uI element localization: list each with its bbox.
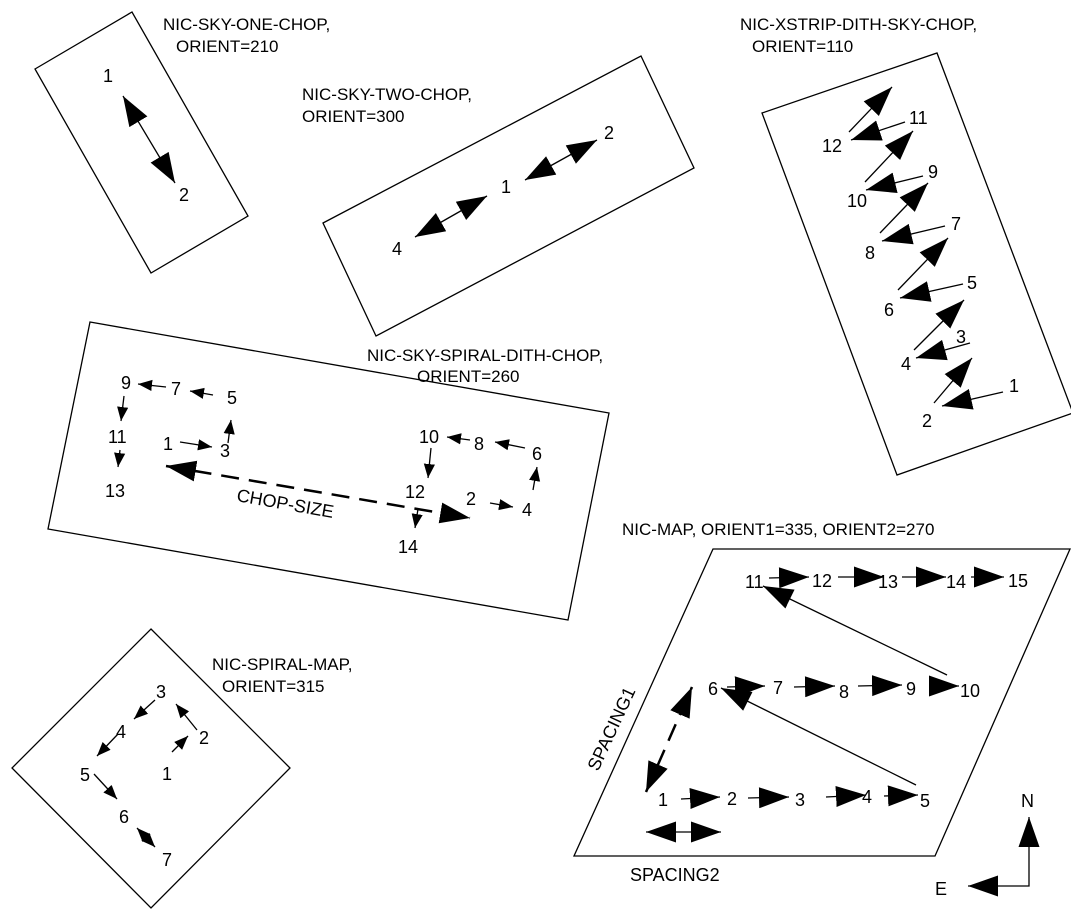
compass: N E — [935, 791, 1040, 899]
pattern-orient: ORIENT=315 — [222, 677, 325, 696]
position-label: 6 — [708, 679, 718, 699]
position-label: 5 — [80, 765, 90, 785]
position-label: 1 — [1009, 376, 1019, 396]
position-label: 3 — [156, 682, 166, 702]
position-label: 12 — [405, 482, 425, 502]
chop-size-arrow — [165, 460, 471, 524]
pattern-frame — [34, 11, 249, 274]
position-label: 2 — [199, 728, 209, 748]
position-label: 5 — [227, 388, 237, 408]
position-label: 7 — [162, 850, 172, 870]
compass-arrows — [968, 817, 1040, 897]
position-label: 6 — [884, 300, 894, 320]
chop-arrow — [414, 195, 488, 238]
position-label: 13 — [878, 572, 898, 592]
position-label: 1 — [103, 66, 113, 86]
pattern-title: NIC-SKY-TWO-CHOP, — [302, 85, 472, 104]
pattern-two-chop: NIC-SKY-TWO-CHOP, ORIENT=300 1 2 4 — [302, 55, 695, 337]
position-label: 4 — [901, 354, 911, 374]
compass-east-label: E — [935, 879, 947, 899]
position-label: 4 — [522, 500, 532, 520]
spiral-dith-arrows — [114, 379, 541, 529]
position-label: 2 — [604, 123, 614, 143]
position-label: 1 — [658, 790, 668, 810]
position-label: 10 — [419, 427, 439, 447]
pattern-frame — [572, 548, 1071, 857]
pattern-map: NIC-MAP, ORIENT1=335, ORIENT2=270 — [572, 520, 1071, 885]
position-label: 10 — [847, 191, 867, 211]
position-label: 8 — [865, 243, 875, 263]
pattern-frame — [11, 628, 291, 909]
pattern-spiral-map: NIC-SPIRAL-MAP, ORIENT=315 1 2 3 4 5 6 7 — [11, 628, 352, 909]
position-label: 13 — [105, 481, 125, 501]
spacing2-label: SPACING2 — [630, 865, 720, 885]
chop-arrow — [524, 139, 598, 181]
position-label: 3 — [220, 441, 230, 461]
position-label: 11 — [745, 572, 764, 592]
pattern-orient: ORIENT=210 — [176, 37, 279, 56]
pattern-frame — [47, 321, 610, 621]
xstrip-arrows — [848, 86, 1004, 410]
position-label: 12 — [812, 571, 832, 591]
position-label: 4 — [862, 787, 872, 807]
position-label: 2 — [179, 185, 189, 205]
position-label: 3 — [956, 327, 966, 347]
position-label: 4 — [116, 722, 126, 742]
pattern-title: NIC-MAP, ORIENT1=335, ORIENT2=270 — [622, 520, 934, 539]
position-label: 7 — [171, 379, 181, 399]
position-label: 8 — [474, 434, 484, 454]
position-label: 4 — [392, 239, 402, 259]
position-label: 12 — [822, 136, 842, 156]
position-label: 10 — [960, 681, 980, 701]
position-label: 9 — [121, 373, 131, 393]
pattern-orient: ORIENT=260 — [417, 367, 520, 386]
pattern-xstrip: NIC-XSTRIP-DITH-SKY-CHOP, ORIENT=110 1 2… — [740, 15, 1071, 476]
position-label: 15 — [1008, 571, 1028, 591]
position-label: 11 — [909, 108, 928, 128]
position-label: 2 — [922, 411, 932, 431]
pattern-title: NIC-SKY-SPIRAL-DITH-CHOP, — [367, 346, 603, 365]
position-label: 9 — [906, 679, 916, 699]
pattern-frame — [761, 52, 1071, 476]
spacing1-arrow — [644, 686, 694, 793]
chop-arrow — [122, 95, 176, 184]
position-label: 11 — [108, 427, 127, 447]
position-label: 7 — [773, 678, 783, 698]
compass-north-label: N — [1021, 791, 1034, 811]
position-label: 5 — [920, 791, 930, 811]
chop-size-label: CHOP-SIZE — [235, 485, 335, 522]
position-label: 5 — [967, 273, 977, 293]
pattern-title: NIC-SPIRAL-MAP, — [212, 655, 352, 674]
position-label: 6 — [119, 807, 129, 827]
spiral-map-arrows — [93, 699, 198, 848]
position-label: 1 — [162, 764, 172, 784]
position-label: 9 — [928, 162, 938, 182]
pattern-frame — [322, 55, 695, 337]
pattern-title: NIC-XSTRIP-DITH-SKY-CHOP, — [740, 15, 977, 34]
position-label: 14 — [946, 572, 966, 592]
position-label: 7 — [951, 214, 961, 234]
pattern-title: NIC-SKY-ONE-CHOP, — [163, 15, 330, 34]
pattern-one-chop: NIC-SKY-ONE-CHOP, ORIENT=210 1 2 — [34, 11, 330, 274]
position-label: 8 — [839, 682, 849, 702]
position-label: 6 — [532, 444, 542, 464]
position-label: 1 — [501, 177, 511, 197]
map-arrows — [644, 566, 1004, 843]
position-label: 14 — [398, 537, 418, 557]
pattern-orient: ORIENT=300 — [302, 107, 405, 126]
pattern-orient: ORIENT=110 — [752, 37, 853, 56]
position-label: 3 — [795, 790, 805, 810]
pattern-spiral-dith: NIC-SKY-SPIRAL-DITH-CHOP, ORIENT=260 1 2… — [47, 321, 610, 621]
position-label: 1 — [163, 434, 173, 454]
position-label: 2 — [727, 789, 737, 809]
position-label: 2 — [466, 489, 476, 509]
